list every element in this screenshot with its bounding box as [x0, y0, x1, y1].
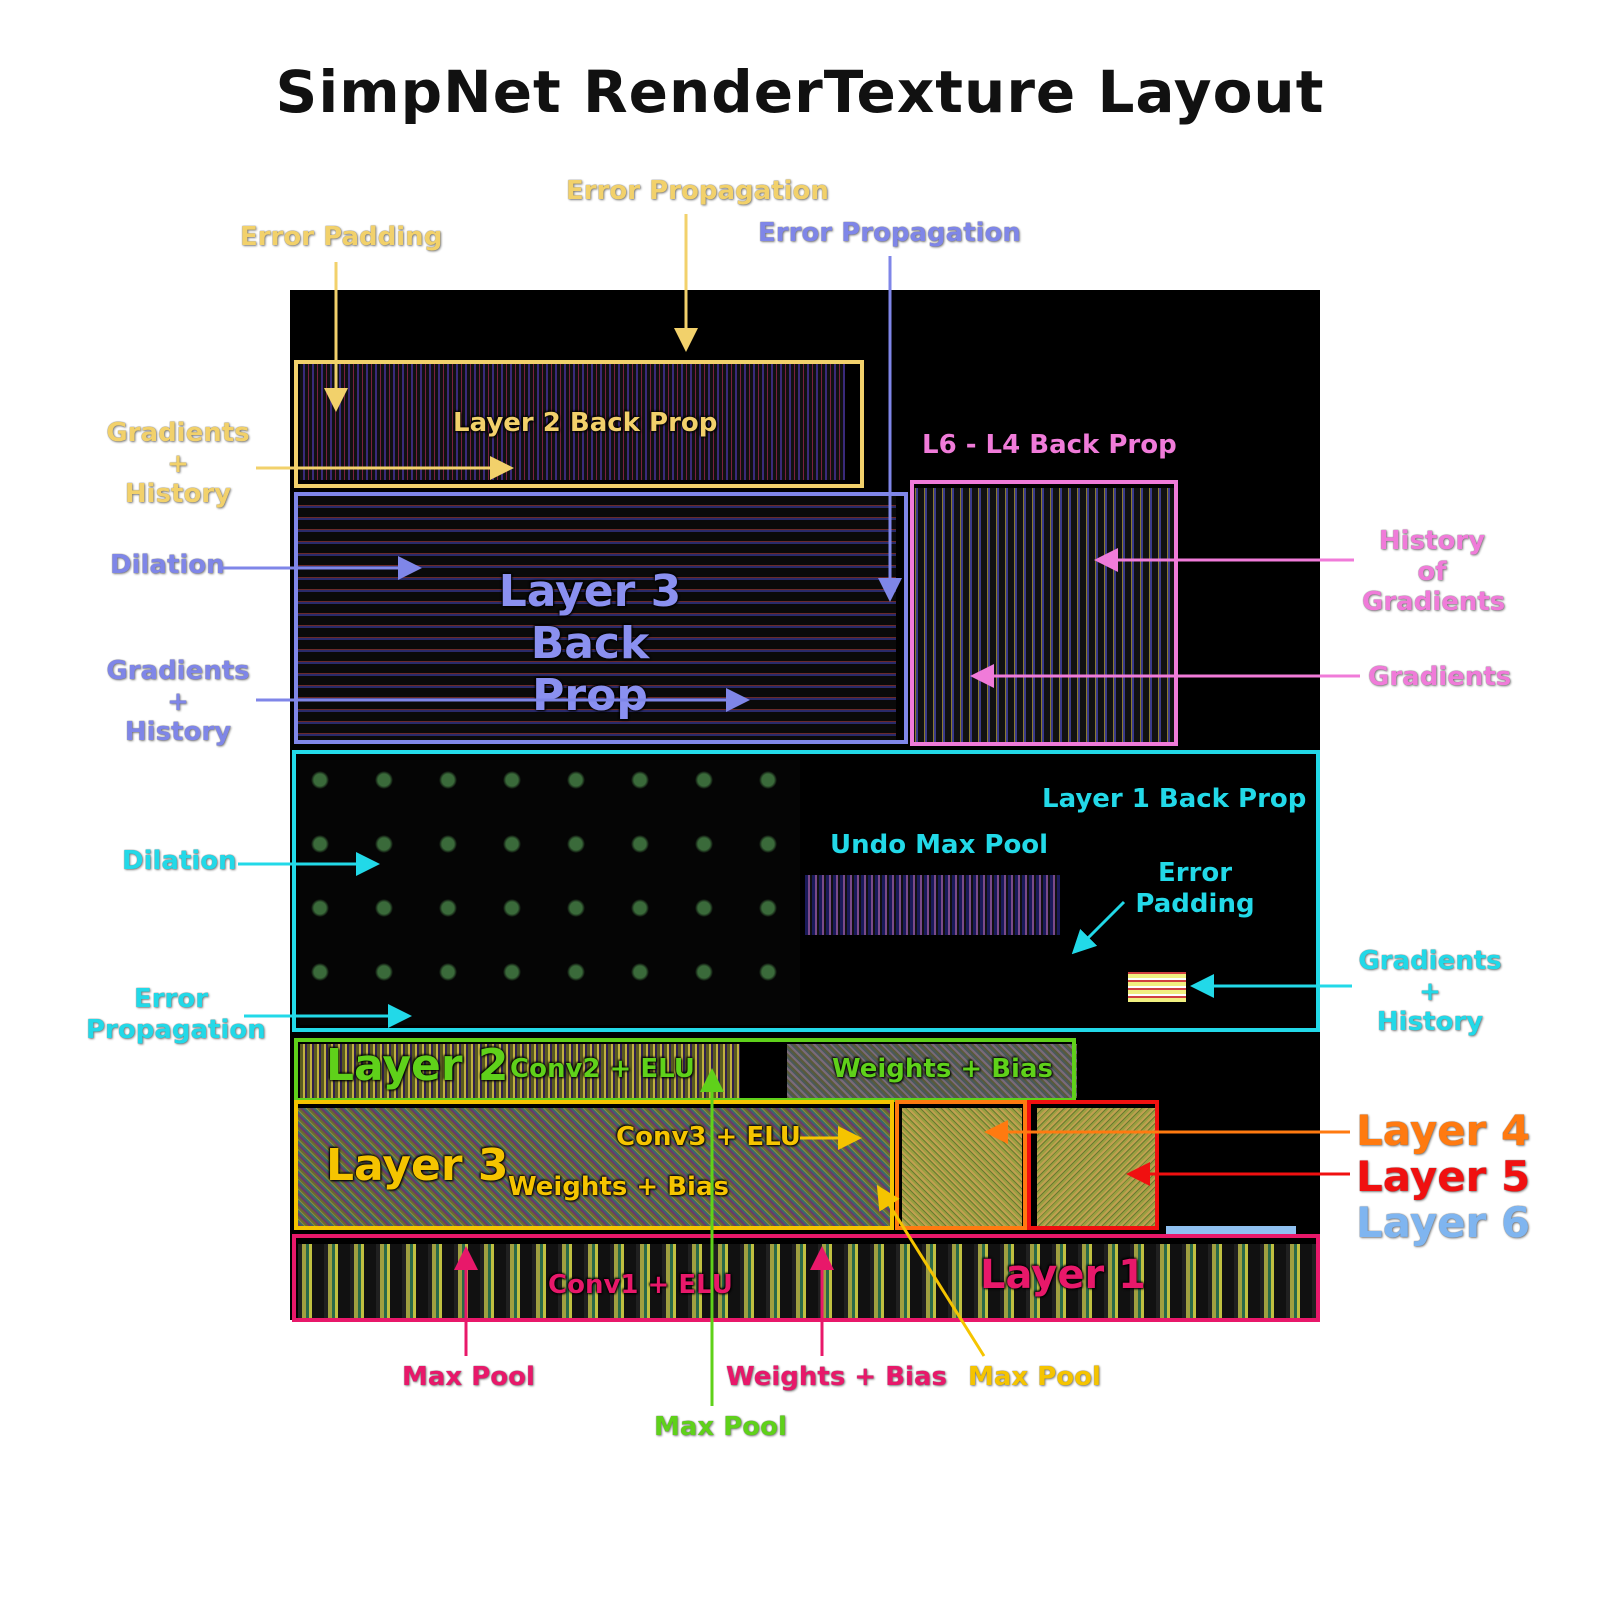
- gradients-history-blue-label: Gradients + History: [106, 656, 250, 748]
- conv2-elu-label: Conv2 + ELU: [510, 1054, 695, 1084]
- layer1-back-prop-region: [292, 750, 1320, 1032]
- layer1-fwd-title: Layer 1: [980, 1252, 1146, 1298]
- l6l4-back-texture: [912, 488, 1174, 743]
- layer3-fwd-region: [294, 1100, 894, 1230]
- conv3-elu-label: Conv3 + ELU: [616, 1122, 801, 1152]
- layer2-back-prop-label: Layer 2 Back Prop: [453, 408, 718, 438]
- layer5-label: Layer 5: [1356, 1152, 1531, 1201]
- layer5-region: [1027, 1100, 1159, 1230]
- layer1-back-prop-label: Layer 1 Back Prop: [1042, 784, 1307, 814]
- diagram-title: SimpNet RenderTexture Layout: [275, 58, 1325, 126]
- layer3-weights-bias-label: Weights + Bias: [508, 1172, 729, 1202]
- layer6-texture: [1166, 1226, 1296, 1234]
- layer2-fwd-title: Layer 2: [326, 1040, 509, 1091]
- layer3-back-prop-label: Layer 3 Back Prop: [498, 566, 682, 721]
- dilation-blue-label: Dilation: [110, 550, 225, 580]
- undo-max-pool-label: Undo Max Pool: [830, 830, 1049, 860]
- layer1-fwd-region: [292, 1234, 1320, 1322]
- l6-l4-back-prop-region: [910, 480, 1178, 746]
- layer6-label: Layer 6: [1356, 1198, 1531, 1247]
- error-padding-cyan-label: Error Padding: [1135, 858, 1255, 919]
- max-pool-yellow-label: Max Pool: [968, 1362, 1101, 1392]
- layer3-back-prop-region: [294, 492, 908, 744]
- layer3-fwd-title: Layer 3: [326, 1140, 509, 1191]
- layer4-label: Layer 4: [1356, 1106, 1531, 1155]
- max-pool-pink-label: Max Pool: [402, 1362, 535, 1392]
- error-padding-top-label: Error Padding: [240, 222, 443, 252]
- weights-bias-pink-label: Weights + Bias: [726, 1362, 947, 1392]
- l6-l4-back-prop-label: L6 - L4 Back Prop: [922, 430, 1177, 460]
- layer1-back-grad-texture: [1128, 972, 1186, 1002]
- gradients-pink-label: Gradients: [1368, 662, 1512, 692]
- max-pool-green-label: Max Pool: [654, 1412, 787, 1442]
- layer1-back-texture: [300, 760, 800, 1025]
- gradients-history-yellow-label: Gradients + History: [106, 418, 250, 510]
- gradients-history-cyan-label: Gradients + History: [1358, 946, 1502, 1038]
- history-of-gradients-label: History of Gradients: [1362, 526, 1506, 618]
- error-propagation-blue-label: Error Propagation: [758, 218, 1021, 248]
- layer2-back-prop-region: [294, 360, 864, 488]
- layer1-back-undo-texture: [805, 875, 1060, 935]
- layer3-fwd-texture: [298, 1108, 890, 1228]
- error-propagation-yellow-label: Error Propagation: [566, 176, 829, 206]
- error-propagation-cyan-label: Error Propagation: [86, 984, 266, 1045]
- dilation-cyan-label: Dilation: [122, 846, 237, 876]
- layer2-weights-bias-label: Weights + Bias: [832, 1054, 1053, 1084]
- layer2-back-texture: [300, 360, 845, 480]
- layer2-fwd-wb-texture: [787, 1044, 1077, 1098]
- conv1-elu-label: Conv1 + ELU: [548, 1270, 733, 1300]
- layer4-region: [895, 1100, 1027, 1230]
- layer2-fwd-texture: [300, 1044, 740, 1098]
